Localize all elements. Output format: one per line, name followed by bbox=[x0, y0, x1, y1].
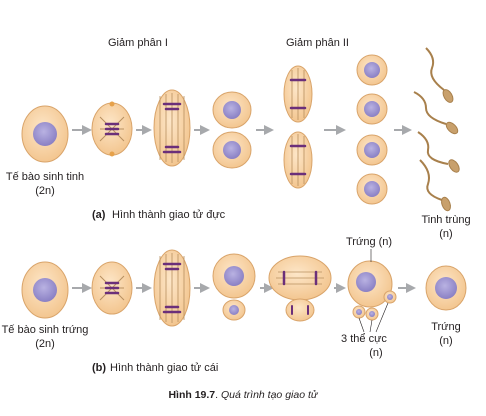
meiosis-1-label: Giảm phân I bbox=[108, 37, 168, 49]
sperm-cells bbox=[413, 47, 460, 212]
polar-bodies-ploidy: (n) bbox=[369, 347, 382, 359]
figure-title: Quá trình tạo giao tử bbox=[221, 389, 319, 401]
anaphase-cell bbox=[153, 89, 191, 167]
row-b-oogenesis: Trứng (n) Tế bào sinh trứng (2n) 3 thể c… bbox=[2, 236, 467, 374]
oocyte-cell bbox=[21, 261, 69, 319]
egg-ploidy: (n) bbox=[439, 335, 452, 347]
meiosis-2-dividing-cells bbox=[283, 65, 313, 189]
ovum-cell bbox=[425, 265, 467, 311]
telophase-cells bbox=[212, 91, 252, 169]
egg-top-label: Trứng (n) bbox=[346, 236, 392, 248]
metaphase-cell bbox=[91, 101, 133, 157]
anaphase-cell bbox=[153, 249, 191, 327]
egg-label: Trứng bbox=[431, 321, 461, 333]
oocyte-ploidy: (2n) bbox=[35, 338, 55, 350]
caption-b-tag: (b) bbox=[92, 362, 106, 374]
ovum-with-polar-bodies bbox=[347, 260, 397, 321]
metaphase-cell bbox=[91, 261, 133, 315]
polar-pointer bbox=[369, 319, 373, 333]
spermatocyte-cell bbox=[21, 105, 69, 163]
sperm-ploidy: (n) bbox=[439, 228, 452, 240]
oocyte-label: Tế bào sinh trứng bbox=[2, 324, 89, 336]
polar-pointer bbox=[375, 302, 389, 333]
figure-number: Hình 19.7 bbox=[168, 389, 215, 401]
figure-caption: Hình 19.7. Quá trình tạo giao tử bbox=[168, 389, 318, 401]
spermatocyte-label: Tế bào sinh tinh bbox=[6, 171, 84, 183]
row-a-spermatogenesis: Tế bào sinh tinh (2n) (a) Hình thành gia… bbox=[6, 47, 471, 240]
caption-a-tag: (a) bbox=[92, 209, 106, 221]
polar-pointer bbox=[358, 317, 365, 333]
polar-bodies-label: 3 thể cực bbox=[341, 333, 387, 345]
spermatocyte-ploidy: (2n) bbox=[35, 185, 55, 197]
sperm-label: Tinh trùng bbox=[421, 214, 470, 226]
meiosis-2-oocyte bbox=[268, 255, 332, 322]
meiosis-2-label: Giảm phân II bbox=[286, 37, 349, 49]
spermatids bbox=[356, 54, 388, 205]
figure-dot: . bbox=[215, 389, 221, 401]
caption-a-text: Hình thành giao tử đực bbox=[112, 209, 226, 221]
caption-b-text: Hình thành giao tử cái bbox=[110, 362, 218, 374]
secondary-oocyte bbox=[212, 253, 256, 321]
